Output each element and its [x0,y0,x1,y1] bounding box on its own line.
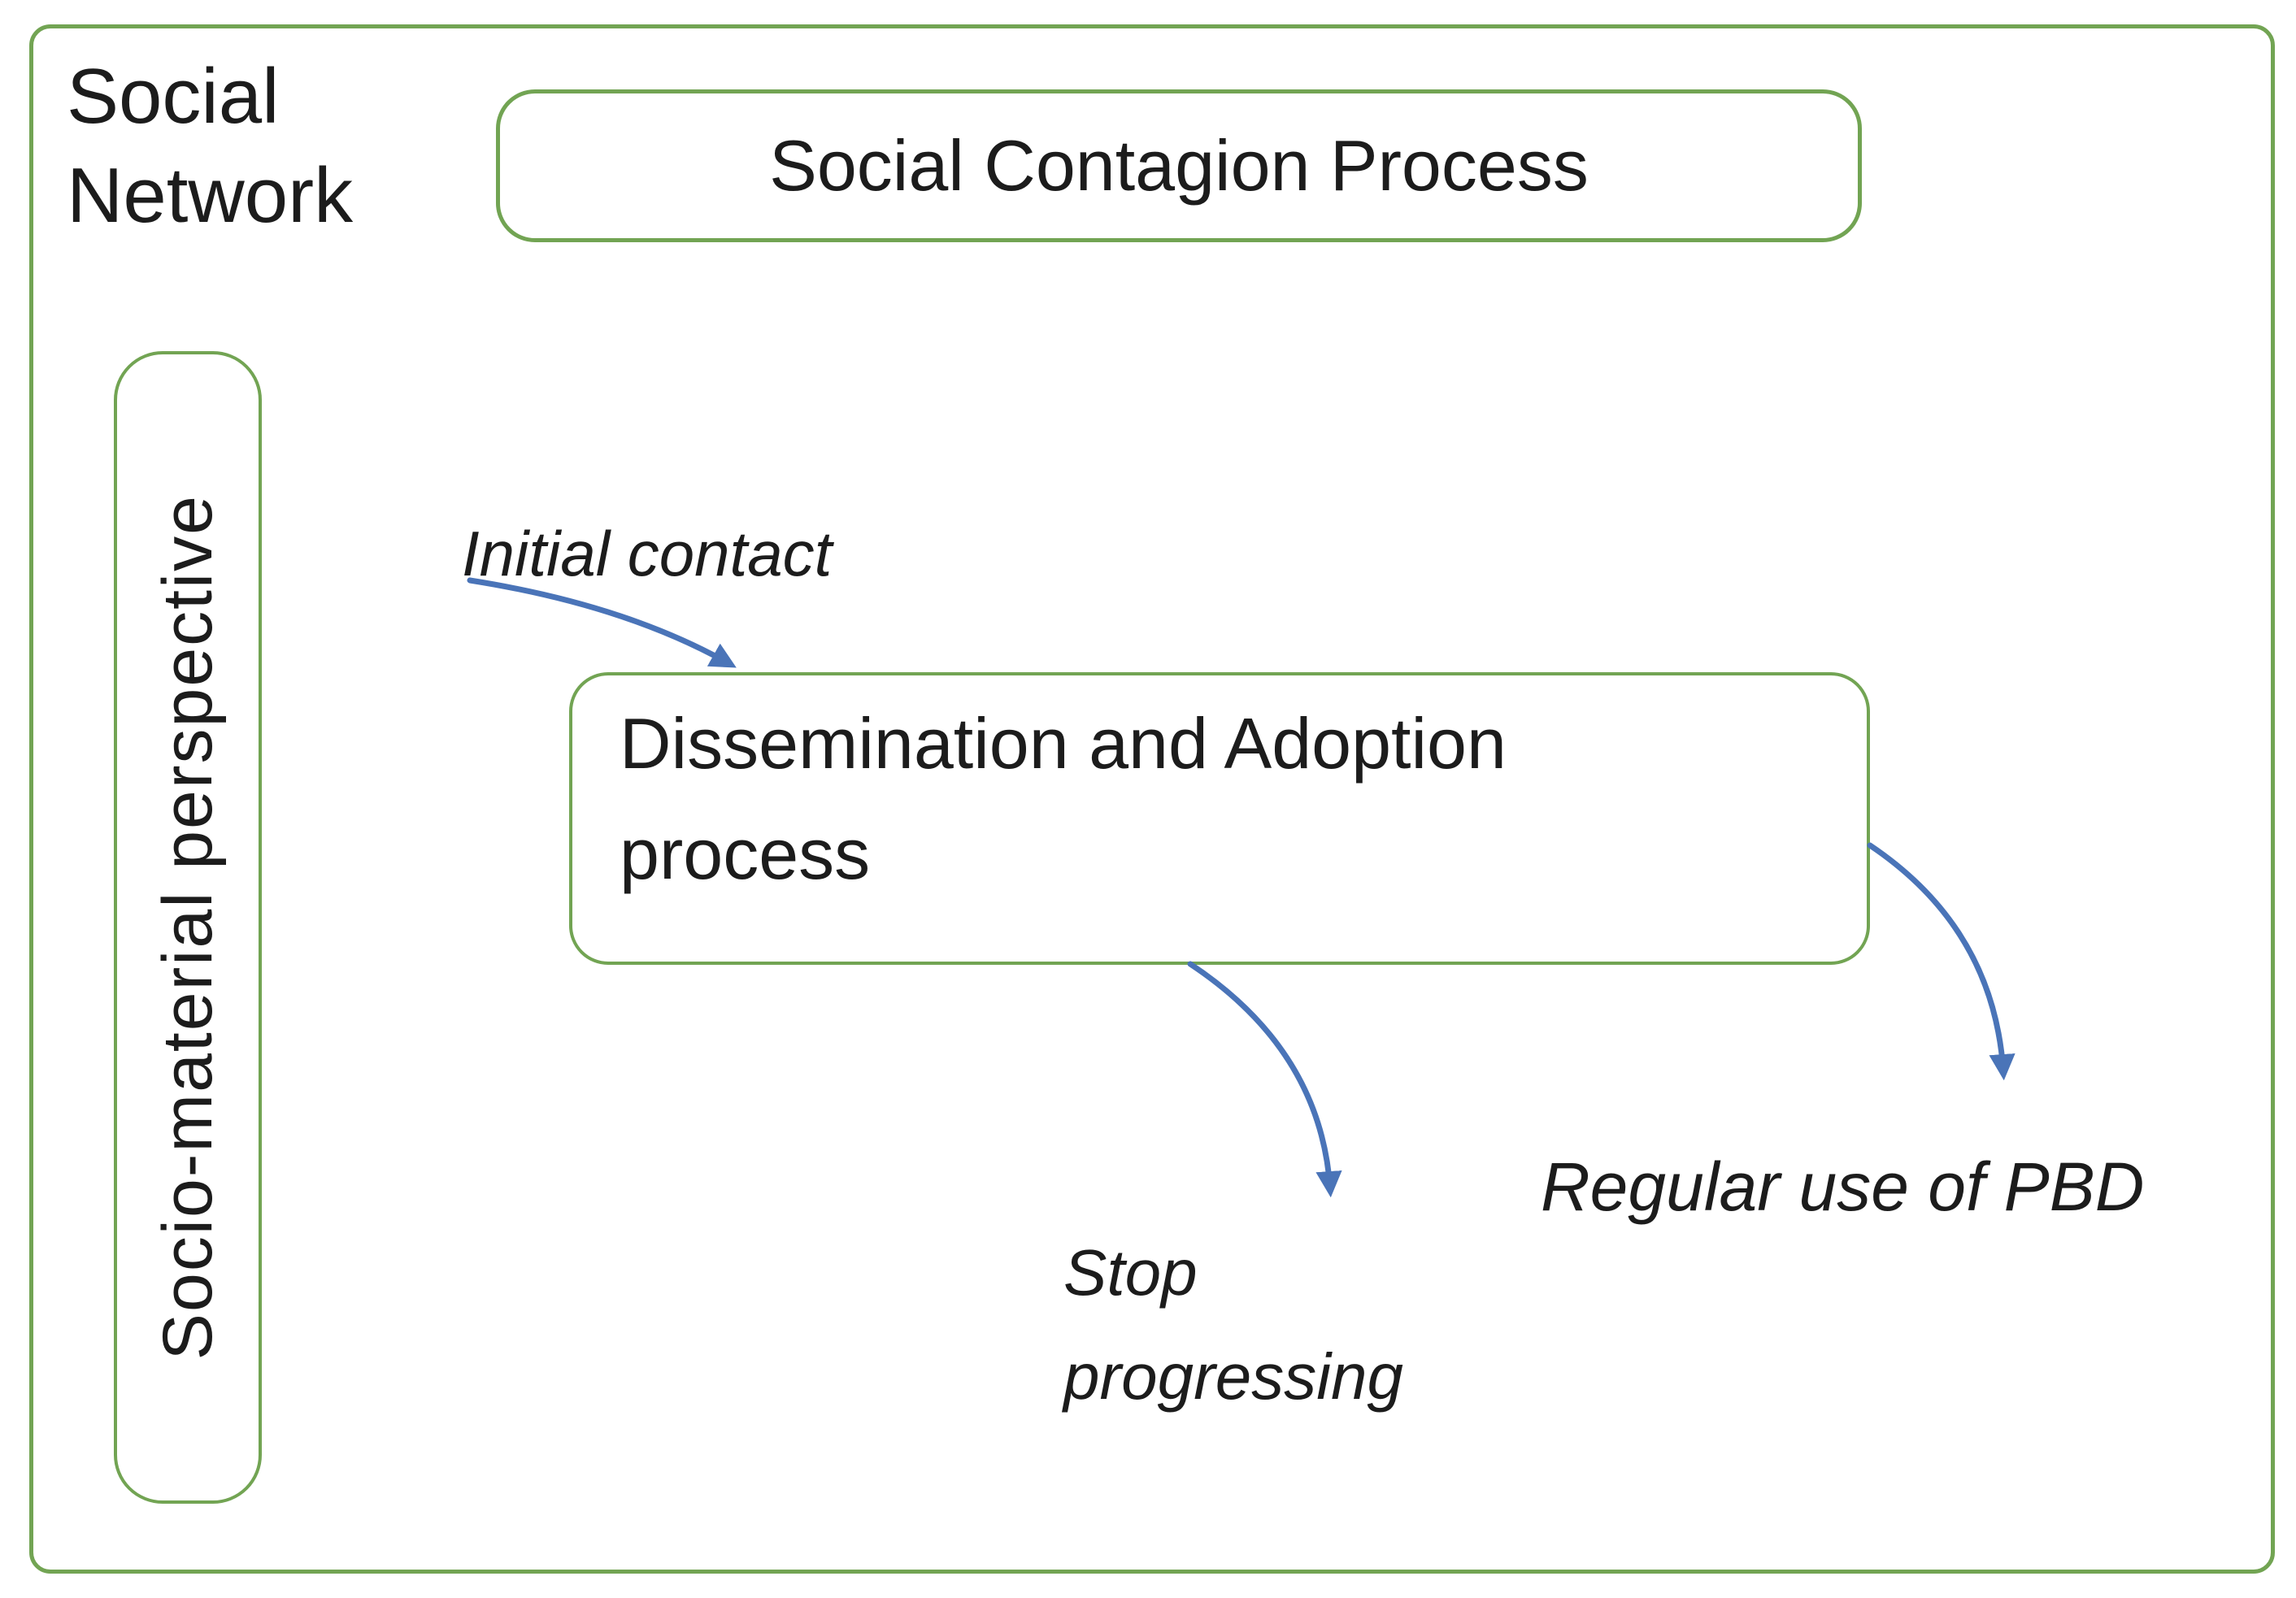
social-contagion-process-label: Social Contagion Process [769,125,1589,206]
social-contagion-process-box: Social Contagion Process [496,89,1862,242]
socio-material-perspective-label: Socio-material perspective [148,494,227,1361]
socio-material-perspective-box: Socio-material perspective [114,351,262,1504]
regular-use-of-pbd-label: Regular use of PBD [1541,1149,2145,1225]
dissemination-adoption-box: Dissemination and Adoption process [569,672,1870,965]
dissemination-adoption-line2: process [620,814,871,894]
initial-contact-label: Initial contact [462,518,833,589]
stop-progressing-line1: Stop [1063,1236,1198,1309]
social-network-line2: Network [67,152,354,239]
stop-progressing-label: Stop progressing [1063,1221,1403,1429]
dissemination-adoption-line1: Dissemination and Adoption [620,703,1507,784]
social-network-line1: Social [67,53,280,140]
stop-progressing-line2: progressing [1063,1340,1404,1413]
